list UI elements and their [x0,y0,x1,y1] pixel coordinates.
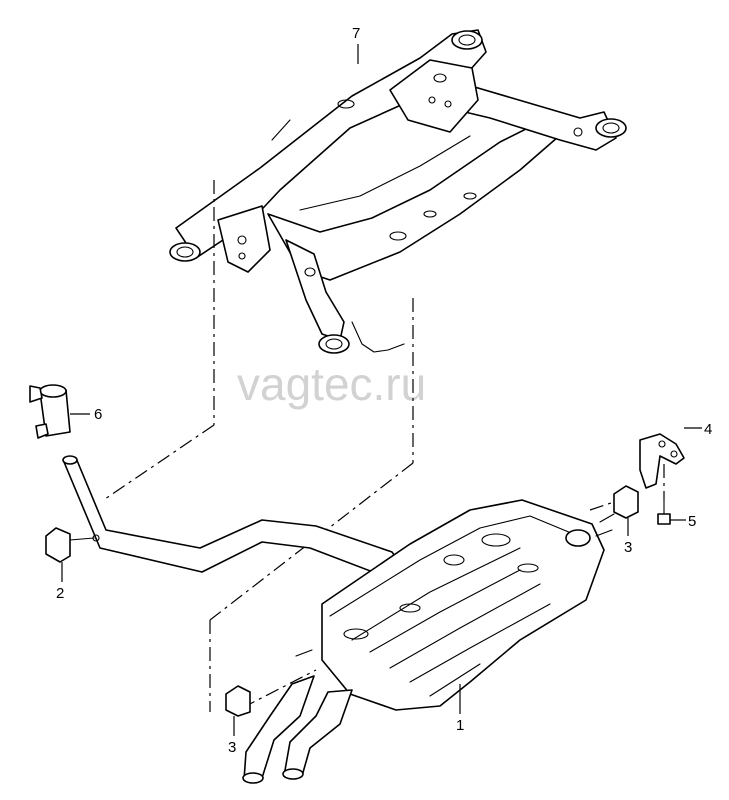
callout-3b: 3 [624,539,632,556]
rear-rubber-mount-left[interactable] [225,685,251,717]
mounting-bracket[interactable] [639,433,685,489]
rear-subframe[interactable] [169,29,627,354]
callout-1: 1 [456,717,464,734]
watermark: vagtec.ru [237,358,426,410]
callout-6: 6 [94,406,102,423]
callout-4: 4 [704,421,712,438]
rear-rubber-mount-right[interactable] [599,485,639,523]
callout-5: 5 [688,513,696,530]
callout-3a: 3 [228,739,236,756]
front-rubber-mount[interactable] [45,527,100,563]
callout-7: 7 [352,25,360,42]
bolt[interactable] [657,499,671,525]
rear-silencer[interactable] [242,499,613,784]
callout-2: 2 [56,585,64,602]
front-exhaust-pipe[interactable] [62,455,403,581]
pipe-clamp[interactable] [29,384,71,439]
